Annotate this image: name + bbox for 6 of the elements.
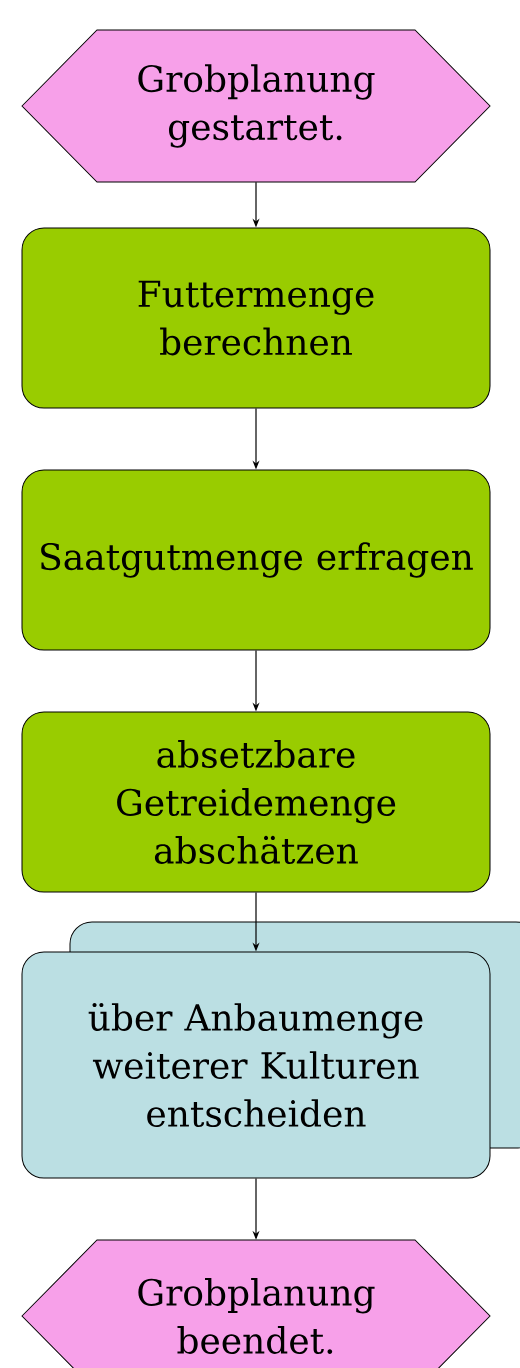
- process-box: Futtermenge berechnen: [21, 227, 491, 409]
- terminal-hexagon: Grobplanung beendet.: [21, 1239, 491, 1368]
- process-box: absetzbare Getreidemenge abschätzen: [21, 711, 491, 893]
- stacked-process-box: über Anbaumenge weiterer Kulturen entscheiden: [21, 921, 520, 1179]
- terminal-hexagon: Grobplanung gestartet.: [21, 29, 491, 183]
- process-box: Saatgutmenge erfragen: [21, 469, 491, 651]
